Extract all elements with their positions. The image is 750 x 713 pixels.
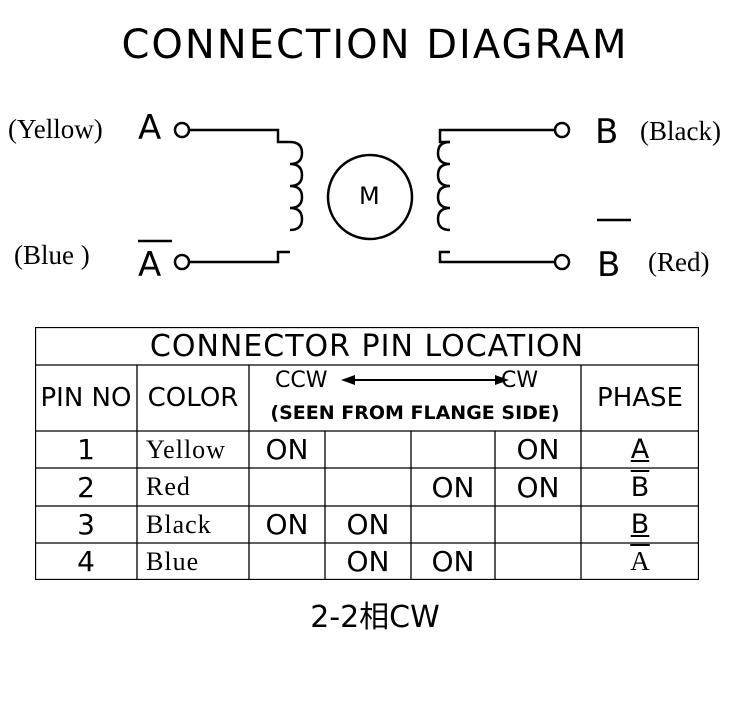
- row-3-step-1: ON: [265, 508, 309, 541]
- motor-schematic: [138, 121, 631, 271]
- connector-pin-table: CONNECTOR PIN LOCATION PIN NO COLOR CCW …: [35, 327, 699, 580]
- row-3-step-4: [495, 506, 581, 543]
- row-3-pin: 3: [77, 508, 95, 541]
- pin-label-b-bar: B: [597, 245, 621, 285]
- row-4-step-2: ON: [346, 545, 390, 578]
- header-seen-from: (SEEN FROM FLANGE SIDE): [270, 402, 560, 424]
- terminal-b-top: [553, 121, 571, 139]
- row-1-color: Yellow: [146, 434, 226, 464]
- row-2-phase: B: [630, 471, 650, 503]
- wire-right-top: [438, 128, 555, 144]
- diagram-title: CONNECTION DIAGRAM: [121, 22, 629, 68]
- wire-label-yellow: (Yellow): [8, 114, 103, 144]
- wire-left-bottom: [189, 250, 290, 264]
- row-1-step-4: ON: [516, 433, 560, 466]
- row-3-color: Black: [146, 509, 212, 539]
- terminal-a-bottom: [173, 253, 191, 271]
- row-1-pin: 1: [77, 433, 95, 466]
- row-2-step-4: ON: [516, 470, 560, 504]
- row-3-step-2: ON: [346, 508, 390, 541]
- row-4-step-4: [495, 543, 581, 580]
- terminal-b-bottom: [553, 253, 571, 271]
- coil-left: [289, 140, 304, 232]
- header-pin-no: PIN NO: [40, 383, 132, 413]
- arrow-head-left: [341, 375, 355, 385]
- row-3-phase: B: [630, 509, 650, 540]
- row-4-phase: A: [630, 546, 650, 576]
- wire-right-bottom: [438, 250, 555, 264]
- wire-label-blue: (Blue ): [14, 240, 90, 270]
- row-4-step-1: [249, 543, 325, 580]
- row-1-phase: A: [630, 434, 650, 465]
- row-1-step-2: [325, 431, 411, 468]
- table-title: CONNECTOR PIN LOCATION: [149, 328, 585, 364]
- motor-label: M: [359, 182, 380, 210]
- coil-right: [436, 140, 451, 232]
- row-1-step-1: ON: [265, 433, 309, 466]
- row-4-color: Blue: [146, 546, 200, 576]
- header-ccw: CCW: [275, 368, 328, 393]
- header-phase: PHASE: [597, 383, 683, 413]
- drive-mode-caption: 2-2相CW: [310, 600, 440, 635]
- row-2-step-2: [325, 468, 411, 506]
- row-2-step-1: [249, 468, 325, 506]
- arrow-head-right: [495, 375, 509, 385]
- motor-circle: [326, 153, 414, 241]
- row-4-pin: 4: [77, 545, 95, 578]
- row-4-step-3: ON: [431, 545, 475, 578]
- pin-label-a-bar: A: [138, 245, 162, 285]
- header-cw: CW: [501, 368, 539, 393]
- wire-label-red: (Red): [648, 247, 710, 277]
- row-2-pin: 2: [77, 470, 95, 504]
- wire-label-black: (Black): [640, 116, 721, 146]
- table-grid: [35, 327, 699, 580]
- row-3-step-3: [411, 506, 495, 543]
- pin-label-a: A: [138, 108, 162, 148]
- row-2-color: Red: [146, 472, 191, 501]
- row-2-step-3: ON: [431, 470, 475, 504]
- header-color: COLOR: [147, 383, 239, 413]
- terminal-a-top: [173, 121, 191, 139]
- row-1-step-3: [411, 431, 495, 468]
- wire-left-top: [189, 128, 290, 144]
- pin-label-b: B: [595, 112, 619, 152]
